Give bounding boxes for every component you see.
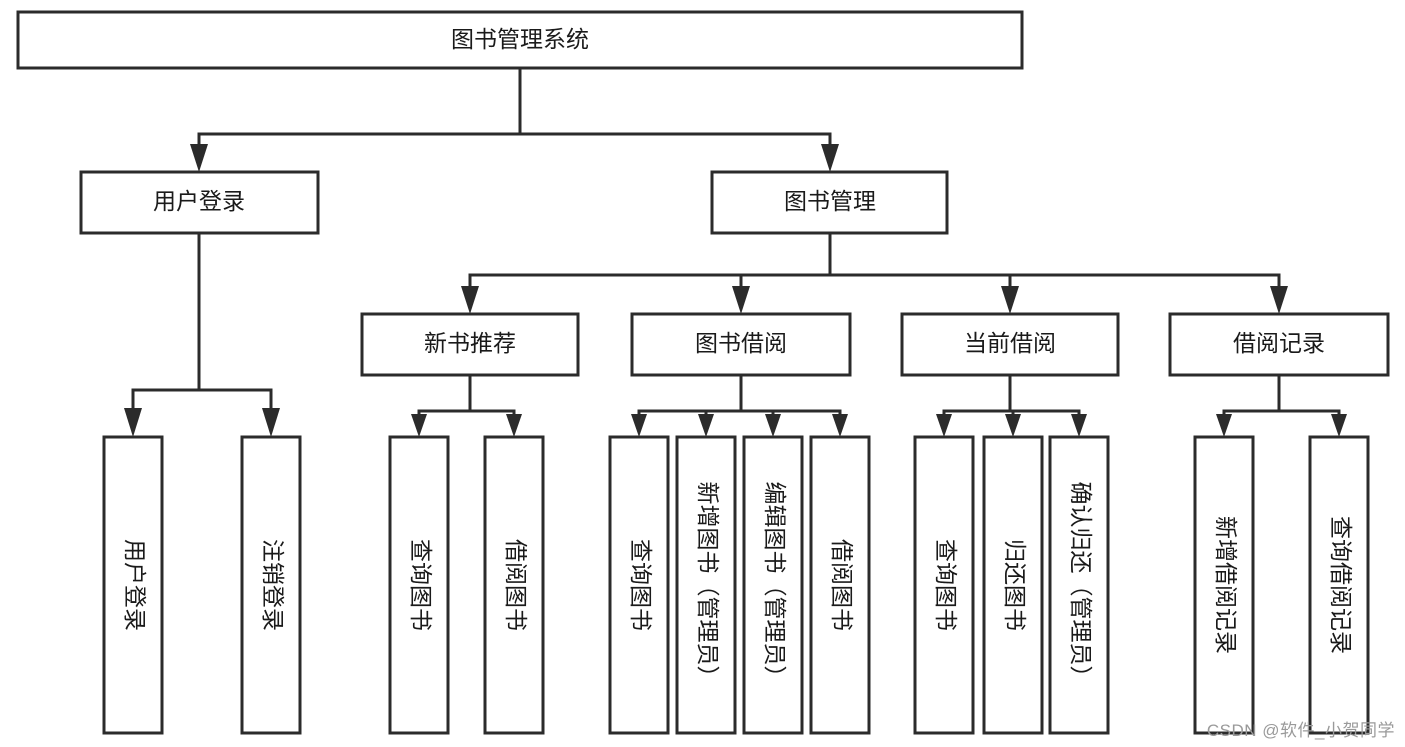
arrow-head-leaf-add-borrow-record (1216, 414, 1232, 437)
node-user-login-label: 用户登录 (153, 188, 245, 214)
node-book-management-box[interactable] (710, 170, 949, 235)
arrow-head-leaf-query-book-current (936, 414, 952, 437)
node-leaf-query-book-borrow-box[interactable] (608, 435, 670, 735)
node-leaf-logout-label: 注销登录 (260, 539, 286, 631)
arrow-head-leaf-logout (262, 408, 280, 437)
node-leaf-add-book-admin-box[interactable] (675, 435, 737, 735)
node-leaf-return-book-box[interactable] (982, 435, 1044, 735)
node-user-login[interactable]: 用户登录 (79, 170, 320, 235)
node-leaf-logout-box[interactable] (240, 435, 302, 735)
node-leaf-edit-book-admin-label: 编辑图书（管理员） (762, 482, 788, 689)
node-leaf-query-borrow-record-label: 查询借阅记录 (1328, 516, 1354, 654)
node-leaf-query-book-current-box[interactable] (913, 435, 975, 735)
node-leaf-logout[interactable]: 注销登录 (240, 435, 302, 735)
node-borrow-record-label: 借阅记录 (1233, 330, 1325, 356)
node-leaf-return-book[interactable]: 归还图书 (982, 435, 1044, 735)
node-leaf-edit-book-admin-box[interactable] (742, 435, 804, 735)
arrow-head-borrow-record (1270, 286, 1288, 314)
node-leaf-confirm-return-admin-box[interactable] (1048, 435, 1110, 735)
arrow-head-leaf-query-book-borrow (631, 414, 647, 437)
node-borrow-record-box[interactable] (1168, 312, 1390, 377)
node-book-borrow-box[interactable] (630, 312, 852, 377)
node-leaf-query-borrow-record-box[interactable] (1308, 435, 1370, 735)
node-leaf-add-book-admin-label: 新增图书（管理员） (695, 482, 721, 689)
node-leaf-borrow-book[interactable]: 借阅图书 (809, 435, 871, 735)
node-leaf-query-book-current-label: 查询图书 (933, 539, 959, 631)
arrow-head-leaf-query-book-new (411, 414, 427, 437)
arrow-head-leaf-borrow-book (832, 414, 848, 437)
node-current-borrow-box[interactable] (900, 312, 1120, 377)
arrow-head-user-login (190, 144, 208, 172)
connector-layer (124, 66, 1347, 437)
arrow-head-new-book-recommend (461, 286, 479, 314)
node-leaf-borrow-book-label: 借阅图书 (829, 539, 855, 631)
node-book-management[interactable]: 图书管理 (710, 170, 949, 235)
node-leaf-borrow-book-box[interactable] (809, 435, 871, 735)
node-root[interactable]: 图书管理系统 (16, 10, 1024, 70)
node-leaf-borrow-book-new[interactable]: 借阅图书 (483, 435, 545, 735)
node-leaf-query-book-new-box[interactable] (388, 435, 450, 735)
node-leaf-user-login[interactable]: 用户登录 (102, 435, 164, 735)
node-leaf-query-book-new-label: 查询图书 (408, 539, 434, 631)
node-leaf-query-book-new[interactable]: 查询图书 (388, 435, 450, 735)
node-leaf-add-borrow-record-box[interactable] (1193, 435, 1255, 735)
arrow-head-leaf-borrow-book-new (506, 414, 522, 437)
node-leaf-add-book-admin[interactable]: 新增图书（管理员） (675, 435, 737, 735)
csdn-watermark: CSDN @软件_小贺同学 (1206, 721, 1395, 740)
arrow-head-leaf-edit-book-admin (765, 414, 781, 437)
node-leaf-add-borrow-record-label: 新增借阅记录 (1213, 516, 1239, 654)
node-user-login-box[interactable] (79, 170, 320, 235)
node-leaf-user-login-box[interactable] (102, 435, 164, 735)
node-book-borrow-label: 图书借阅 (695, 330, 787, 356)
node-leaf-borrow-book-new-box[interactable] (483, 435, 545, 735)
arrow-head-leaf-add-book-admin (698, 414, 714, 437)
arrow-head-leaf-return-book (1005, 414, 1021, 437)
arrow-head-current-borrow (1001, 286, 1019, 314)
node-leaf-confirm-return-admin[interactable]: 确认归还（管理员） (1048, 435, 1110, 735)
node-leaf-return-book-label: 归还图书 (1002, 539, 1028, 631)
node-new-book-recommend-box[interactable] (360, 312, 580, 377)
arrow-head-leaf-user-login (124, 408, 142, 437)
node-leaf-query-book-borrow-label: 查询图书 (628, 539, 654, 631)
node-book-borrow[interactable]: 图书借阅 (630, 312, 852, 377)
node-new-book-recommend-label: 新书推荐 (424, 330, 516, 356)
node-root-label: 图书管理系统 (451, 26, 589, 52)
node-book-management-label: 图书管理 (784, 188, 876, 214)
arrow-head-leaf-confirm-return-admin (1071, 414, 1087, 437)
node-root-box[interactable] (16, 10, 1024, 70)
node-leaf-query-borrow-record[interactable]: 查询借阅记录 (1308, 435, 1370, 735)
node-leaf-user-login-label: 用户登录 (122, 539, 148, 631)
node-leaf-borrow-book-new-label: 借阅图书 (503, 539, 529, 631)
node-current-borrow-label: 当前借阅 (964, 330, 1056, 356)
arrow-head-leaf-query-borrow-record (1331, 414, 1347, 437)
arrow-head-book-borrow (732, 286, 750, 314)
node-borrow-record[interactable]: 借阅记录 (1168, 312, 1390, 377)
node-leaf-edit-book-admin[interactable]: 编辑图书（管理员） (742, 435, 804, 735)
node-leaf-confirm-return-admin-label: 确认归还（管理员） (1068, 482, 1094, 689)
node-new-book-recommend[interactable]: 新书推荐 (360, 312, 580, 377)
arrow-head-book-management (821, 144, 839, 172)
node-leaf-query-book-borrow[interactable]: 查询图书 (608, 435, 670, 735)
node-leaf-query-book-current[interactable]: 查询图书 (913, 435, 975, 735)
node-current-borrow[interactable]: 当前借阅 (900, 312, 1120, 377)
node-leaf-add-borrow-record[interactable]: 新增借阅记录 (1193, 435, 1255, 735)
